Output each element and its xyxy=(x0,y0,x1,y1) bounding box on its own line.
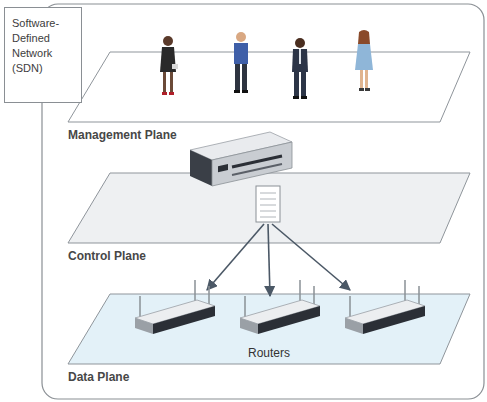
router-group-label: Routers xyxy=(248,346,290,360)
sdn-frame xyxy=(42,4,484,399)
document-icon xyxy=(256,186,280,222)
plane-outline xyxy=(68,50,473,126)
plane-label: Control Plane xyxy=(68,249,146,263)
sdn-label: Software-Defined Network (SDN) xyxy=(12,16,74,76)
plane-label: Management Plane xyxy=(68,128,177,142)
plane-label: Data Plane xyxy=(68,370,129,384)
sdn-label-box: Software-Defined Network (SDN) xyxy=(4,7,82,103)
